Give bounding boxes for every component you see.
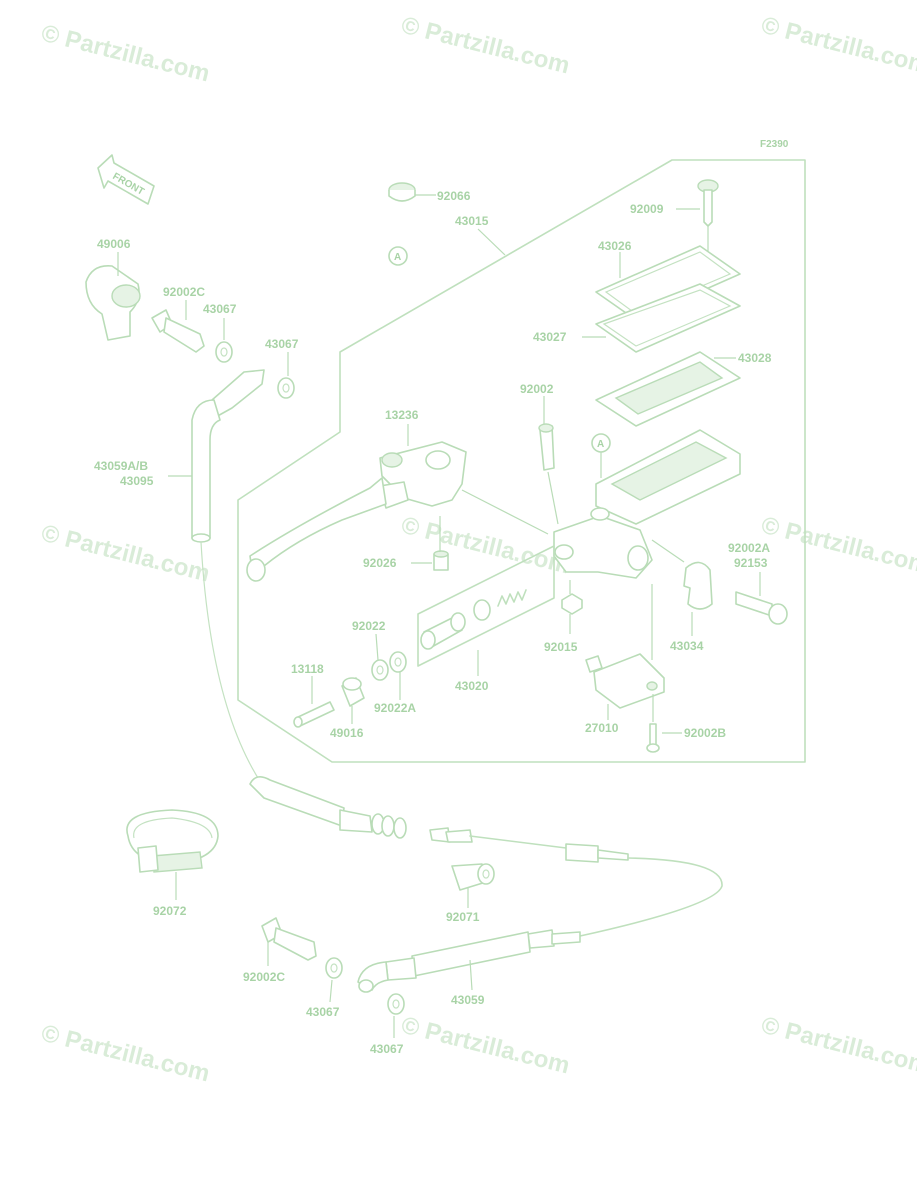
watermark-1: © Partzilla.com xyxy=(39,20,213,88)
assembly-outline xyxy=(237,159,806,763)
figure-code: F2390 xyxy=(760,139,789,150)
clamp-43034 xyxy=(651,539,713,636)
watermark-3: © Partzilla.com xyxy=(759,12,917,80)
label-43015: 43015 xyxy=(455,214,489,228)
label-92015: 92015 xyxy=(544,640,578,654)
clamp-bolt-92153 xyxy=(735,572,788,625)
label-43026: 43026 xyxy=(598,239,632,253)
nut-92015 xyxy=(561,593,583,615)
washer-43067-b xyxy=(277,377,295,399)
collar-92071 xyxy=(451,863,495,908)
washer-92022a xyxy=(389,651,407,673)
seal-92022 xyxy=(371,659,389,681)
watermark-2: © Partzilla.com xyxy=(399,12,573,80)
hose-43059ab xyxy=(168,369,265,543)
label-43028: 43028 xyxy=(738,351,772,365)
watermark-5: © Partzilla.com xyxy=(399,512,573,580)
label-92072: 92072 xyxy=(153,904,187,918)
label-43027: 43027 xyxy=(533,330,567,344)
switch-27010 xyxy=(585,584,665,720)
label-43067-a: 43067 xyxy=(203,302,237,316)
band-92072 xyxy=(126,809,219,900)
watermark-4: © Partzilla.com xyxy=(39,520,213,588)
label-92153: 92153 xyxy=(734,556,768,570)
ref-marker-a-body: A xyxy=(597,439,604,450)
label-43067-c: 43067 xyxy=(306,1005,340,1019)
label-43059: 43059 xyxy=(451,993,485,1007)
washer-43067-a xyxy=(215,341,233,363)
ref-marker-a-top: A xyxy=(394,252,401,263)
label-92002c-top: 92002C xyxy=(163,285,205,299)
label-92071: 92071 xyxy=(446,910,480,924)
label-92022a: 92022A xyxy=(374,701,416,715)
cover-43026 xyxy=(595,245,741,321)
lever-13236 xyxy=(246,424,549,582)
watermark-9: © Partzilla.com xyxy=(759,1012,917,1080)
watermark-8: © Partzilla.com xyxy=(399,1012,573,1080)
label-92002b: 92002B xyxy=(684,726,726,740)
lower-cable-assembly xyxy=(249,776,723,993)
washer-43067-c xyxy=(325,957,343,979)
screw-92002b xyxy=(646,694,682,753)
label-92022: 92022 xyxy=(352,619,386,633)
label-92002c-bottom: 92002C xyxy=(243,970,285,984)
front-arrow-icon: FRONT xyxy=(97,154,155,205)
label-92026: 92026 xyxy=(363,556,397,570)
washer-43067-d xyxy=(387,993,405,1015)
plate-43027 xyxy=(595,283,741,353)
label-92002a: 92002A xyxy=(728,541,770,555)
cap-92066: A xyxy=(388,182,436,266)
label-27010: 27010 xyxy=(585,721,619,735)
label-43020: 43020 xyxy=(455,679,489,693)
piston-kit-43020 xyxy=(417,545,555,676)
banjo-bolt-92002c-top xyxy=(151,300,205,353)
label-92009: 92009 xyxy=(630,202,664,216)
label-43059ab: 43059A/B xyxy=(94,459,148,473)
watermark-7: © Partzilla.com xyxy=(39,1020,213,1088)
label-92002: 92002 xyxy=(520,382,554,396)
boot-49006 xyxy=(85,252,141,341)
label-13236: 13236 xyxy=(385,408,419,422)
label-49006: 49006 xyxy=(97,237,131,251)
label-43067-d: 43067 xyxy=(370,1042,404,1056)
label-43095: 43095 xyxy=(120,474,154,488)
label-43034: 43034 xyxy=(670,639,704,653)
banjo-bolt-92002c-bottom xyxy=(261,917,317,966)
label-49016: 49016 xyxy=(330,726,364,740)
label-43067-b: 43067 xyxy=(265,337,299,351)
master-cylinder-body: A xyxy=(553,429,741,579)
label-13118: 13118 xyxy=(291,662,324,676)
cable-line xyxy=(200,541,259,779)
pivot-bolt-92002 xyxy=(538,396,559,525)
label-92066: 92066 xyxy=(437,189,471,203)
watermark-6: © Partzilla.com xyxy=(759,512,917,580)
watermarks: © Partzilla.com © Partzilla.com © Partzi… xyxy=(39,12,917,1088)
